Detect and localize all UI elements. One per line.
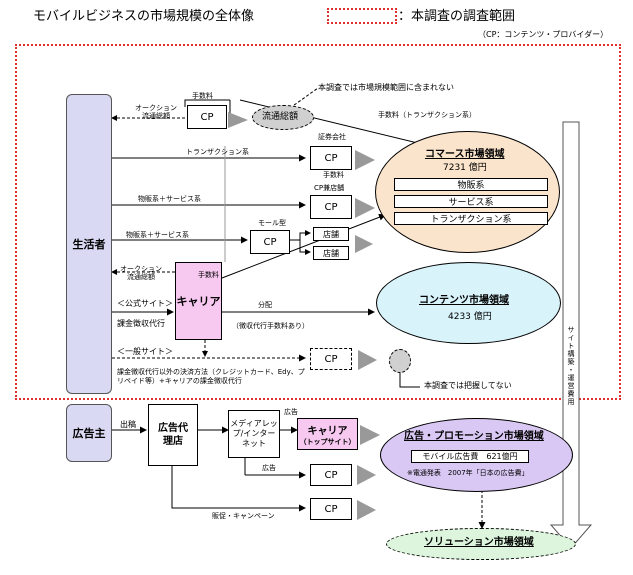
fee-label-securities: 手数料 — [323, 171, 344, 179]
official-site-label: ＜公式サイト＞ — [117, 299, 173, 308]
cp-node-campaign: CP — [310, 498, 352, 520]
payment-note: 課金徴収代行以外の決済方法（クレジットカード、Edy、プ リペイド等）+キャリア… — [117, 368, 305, 386]
cp-node-store: CP — [310, 195, 352, 219]
mall-type-label: モール型 — [258, 219, 286, 227]
securities-label: 証券会社 — [318, 133, 346, 141]
merch-service-label-1: 物販系＋サービス系 — [138, 195, 201, 203]
commerce-market-value: 7231 億円 — [443, 163, 487, 173]
site-cost-vertical-label: サイト構築・運営費用 — [567, 326, 575, 406]
carrier-top-label: キャリア — [307, 425, 348, 437]
distribution-label: 分配 — [258, 301, 272, 309]
ad-market-item: モバイル広告費 621億円 — [411, 450, 529, 463]
contents-market-title: コンテンツ市場領域 — [419, 295, 509, 306]
general-site-label: ＜一般サイト＞ — [117, 347, 173, 356]
commerce-item-transaction: トランザクション系 — [394, 212, 548, 225]
cp-store-label: CP兼店舗 — [314, 184, 345, 192]
commerce-item-service: サービス系 — [394, 195, 548, 208]
ad-label-top: 広告 — [284, 408, 298, 416]
ryutsu-label: 流通総額 — [262, 112, 299, 122]
contents-market-ellipse — [376, 262, 561, 344]
solution-market-title: ソリューション市場領域 — [424, 537, 534, 548]
not-grasped-note: 本調査では把握してない — [424, 381, 512, 390]
ad-market-note: ※電通発表 2007年「日本の広告費」 — [407, 469, 529, 477]
ad-agency-node: 広告代 理店 — [148, 404, 198, 466]
scope-legend-label: ：本調査の調査範囲 — [398, 9, 516, 24]
commerce-market-ellipse — [375, 131, 560, 253]
fee-label-carrier: 手数料 — [198, 271, 219, 279]
media-rep-node: メディアレッ プ/インター ネット — [228, 410, 280, 458]
fee-transaction-label: 手数料（トランザクション系） — [378, 111, 476, 119]
fee-label-top: 手数料 — [192, 92, 213, 100]
billing-agent-label: 課金徴収代行 — [117, 319, 165, 328]
contents-market-value: 4233 億円 — [448, 312, 492, 322]
sales-campaign-label: 販促・キャンペーン — [212, 512, 275, 520]
not-included-note: 本調査では市場規模範囲に含まれない — [318, 83, 454, 92]
agency-fee-note: （徴収代行手数料あり） — [232, 322, 309, 330]
scope-legend-swatch — [327, 8, 397, 24]
commerce-market-title: コマース市場領域 — [425, 149, 505, 160]
unknown-ellipse — [389, 349, 411, 373]
ad-market-title: 広告・プロモーション市場領域 — [404, 431, 544, 442]
actor-advertiser: 広告主 — [66, 404, 112, 462]
cp-note: （CP：コンテンツ・プロバイダー） — [478, 30, 609, 39]
shukko-label: 出稿 — [120, 420, 136, 429]
actor-consumer: 生活者 — [66, 94, 112, 394]
commerce-item-merch: 物販系 — [394, 178, 548, 191]
cp-node-mall: CP — [250, 230, 290, 254]
survey-scope-frame — [15, 44, 621, 400]
carrier-top-sub: （トップサイト） — [299, 437, 356, 446]
cp-node-top: CP — [187, 105, 227, 129]
store-node-2: 店舗 — [313, 246, 349, 260]
transaction-line-label: トランザクション系 — [186, 148, 249, 156]
cp-node-ad: CP — [310, 464, 352, 486]
carrier-top-node: キャリア （トップサイト） — [297, 418, 358, 450]
merch-service-label-2: 物販系＋サービス系 — [126, 231, 189, 239]
auction-label-top: オークション 流通総額 — [135, 104, 177, 121]
cp-node-general: CP — [310, 348, 352, 370]
auction-label-bottom: オークション 流通総額 — [120, 265, 162, 282]
ryutsu-ellipse — [252, 105, 314, 130]
solution-market-ellipse — [386, 528, 576, 560]
page-title: モバイルビジネスの市場規模の全体像 — [33, 9, 255, 24]
store-node-1: 店舗 — [313, 227, 349, 241]
cp-node-securities: CP — [310, 146, 352, 170]
ad-label-mid: 広告 — [262, 464, 276, 472]
